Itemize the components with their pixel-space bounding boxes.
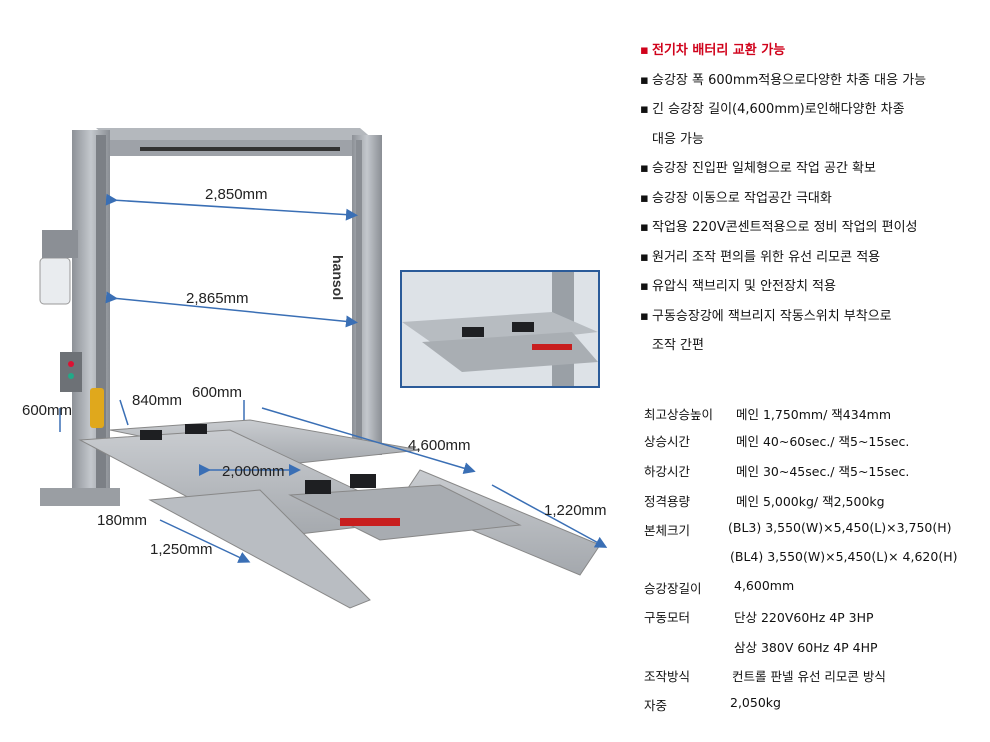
lift-illustration: 2,850mm 2,865mm 600mm 840mm 600mm 4,600m…: [22, 128, 608, 609]
dim-base-height: 180mm: [97, 512, 148, 529]
two-post-lift-drawing: [39, 128, 608, 609]
feature-item: ▪승강장 진입판 일체형으로 작업 공간 확보: [640, 161, 876, 176]
dim-platform-gap: 2,000mm: [222, 463, 285, 480]
feature-item-continuation: 조작 간편: [652, 338, 704, 353]
dim-left-side: 600mm: [22, 402, 73, 419]
feature-item: ▪작업용 220V콘센트적용으로 정비 작업의 편이성: [640, 220, 918, 235]
dim-inner-span: 2,865mm: [186, 290, 249, 307]
feature-item: ▪유압식 잭브리지 및 안전장치 적용: [640, 279, 836, 294]
detail-inset-photo: [400, 270, 600, 388]
dim-top-span: 2,850mm: [205, 186, 268, 203]
dim-ramp-length: 1,220mm: [544, 502, 607, 519]
hydraulic-unit: [39, 230, 104, 428]
jack-bridge-detail: [402, 272, 598, 386]
feature-item: ▪전기차 배터리 교환 가능: [640, 43, 786, 58]
brand-logo: hansol: [330, 255, 346, 301]
dim-front-width: 1,250mm: [150, 541, 213, 558]
dimension-lines: [59, 193, 608, 563]
feature-item: ▪구동승장강에 잭브리지 작동스위치 부착으로: [640, 308, 892, 324]
right-post: [352, 135, 382, 455]
feature-item-continuation: 대응 가능: [652, 131, 704, 147]
feature-item: ▪원거리 조작 편의를 위한 유선 리모콘 적용: [640, 249, 881, 265]
feature-item: ▪긴 승강장 길이(4,600mm)로인해다양한 차종: [640, 102, 905, 117]
platforms: [78, 419, 601, 609]
feature-list: ▪전기차 배터리 교환 가능 ▪승강장 폭 600mm적용으로다양한 차종 대응…: [640, 36, 985, 361]
dim-front-span: 840mm: [132, 392, 183, 409]
top-beam: [96, 128, 374, 156]
feature-item: ▪승강장 폭 600mm적용으로다양한 차종 대응 가능: [640, 72, 927, 88]
dim-platform-length: 4,600mm: [408, 437, 471, 454]
feature-item: ▪승강장 이동으로 작업공간 극대화: [640, 190, 832, 206]
dim-front-span-2: 600mm: [192, 384, 243, 401]
